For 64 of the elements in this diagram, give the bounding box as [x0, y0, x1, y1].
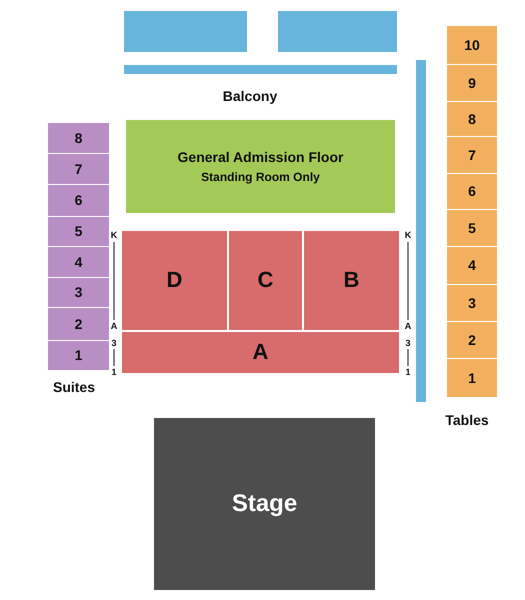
row-label: 3	[112, 338, 116, 348]
balcony-section	[278, 11, 397, 52]
row-label: K	[404, 230, 412, 240]
suite-box	[48, 341, 109, 371]
section-label: 10	[464, 36, 480, 54]
section-label: 1	[468, 370, 476, 386]
section-label: A	[252, 339, 268, 366]
seating-section	[228, 230, 303, 331]
suite-box	[48, 123, 109, 154]
section-label: General Admission Floor	[178, 148, 344, 166]
table-box	[447, 210, 497, 247]
table-box	[447, 65, 497, 102]
suite-box	[48, 247, 109, 278]
balcony-section	[416, 60, 426, 402]
section-label: 2	[74, 316, 82, 332]
balcony-section	[124, 65, 397, 74]
section-note: Standing Room Only	[201, 170, 320, 184]
seating-section	[303, 230, 400, 331]
stage-area	[154, 418, 375, 590]
section-label: C	[258, 267, 274, 294]
section-label: 8	[74, 130, 82, 146]
section-label: D	[166, 267, 182, 294]
section-label: 9	[468, 74, 476, 92]
section-label: Stage	[232, 490, 298, 518]
row-label: 1	[112, 367, 116, 377]
table-box	[447, 26, 497, 65]
section-label: 3	[468, 294, 476, 312]
suite-box	[48, 217, 109, 247]
section-label: 1	[74, 347, 82, 364]
section-label: 5	[74, 223, 82, 240]
section-label: 8	[468, 110, 476, 128]
section-label: 6	[468, 183, 476, 200]
section-label: 6	[74, 192, 82, 209]
area-label: Balcony	[222, 88, 278, 104]
table-box	[447, 359, 497, 398]
table-box	[447, 285, 497, 322]
section-label: B	[344, 267, 360, 294]
suite-box	[48, 154, 109, 185]
area-label: Tables	[445, 412, 489, 428]
area-label: Suites	[53, 379, 95, 395]
row-label: K	[110, 230, 118, 240]
row-label: 3	[406, 338, 410, 348]
seating-section	[121, 230, 228, 331]
suite-box	[48, 185, 109, 217]
section-label: 2	[468, 332, 476, 348]
suite-box	[48, 308, 109, 341]
row-label: 1	[406, 367, 410, 377]
section-label: 7	[74, 160, 82, 178]
table-box	[447, 174, 497, 210]
section-label: 3	[74, 284, 82, 301]
general-admission-floor	[126, 120, 395, 213]
section-label: 4	[74, 254, 82, 270]
seating-section	[121, 331, 400, 374]
balcony-section	[124, 11, 247, 52]
table-box	[447, 137, 497, 174]
row-label: A	[404, 321, 412, 331]
table-box	[447, 102, 497, 137]
row-label: A	[110, 321, 118, 331]
suite-box	[48, 278, 109, 308]
section-label: 4	[468, 257, 476, 274]
section-label: 7	[468, 146, 476, 164]
section-label: 5	[468, 220, 476, 236]
table-box	[447, 247, 497, 285]
table-box	[447, 322, 497, 359]
